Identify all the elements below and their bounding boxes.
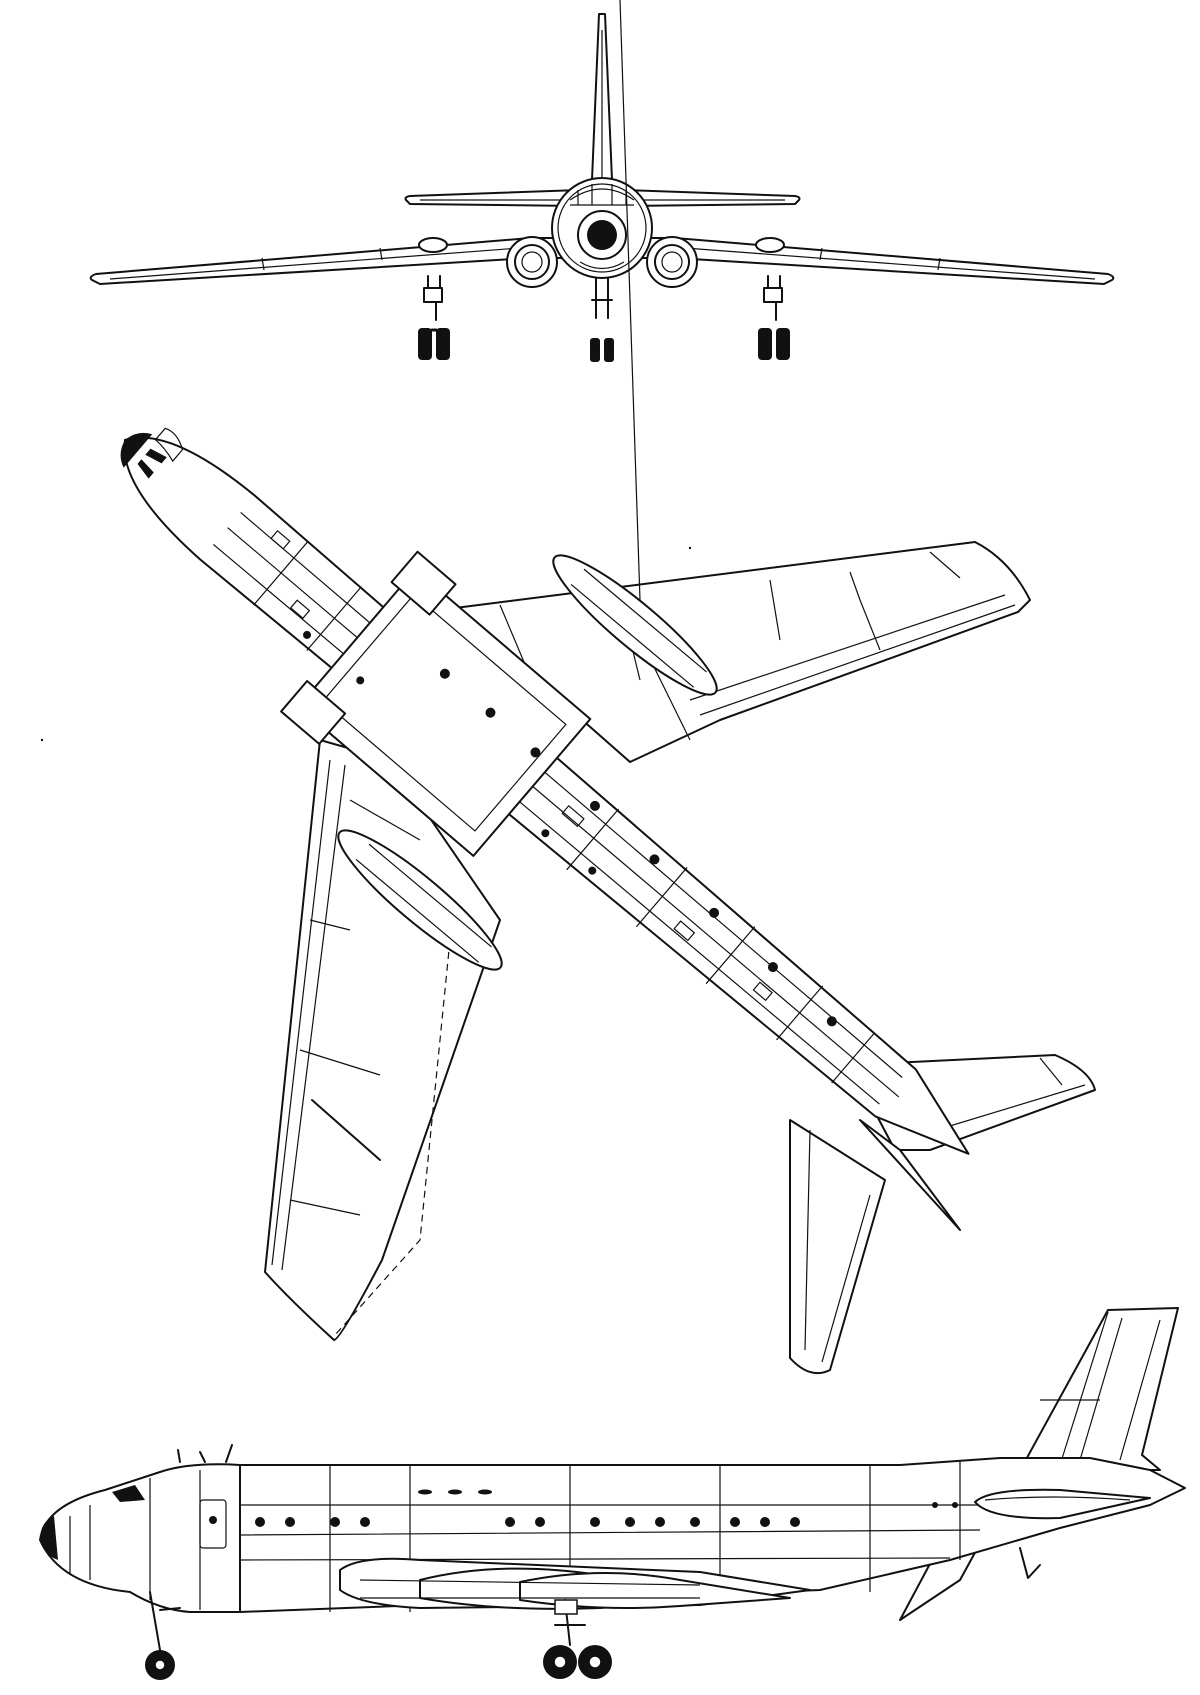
side-view (39, 1307, 1186, 1680)
side-entry-door (199, 1499, 227, 1549)
plan-fuselage (123, 436, 970, 1155)
side-windows (255, 1502, 958, 1527)
plan-right-engine-pod (552, 554, 718, 696)
front-nose-gear (590, 277, 614, 362)
front-view (89, 13, 1115, 362)
plan-left-stabilizer (789, 1119, 886, 1374)
side-rear-engine (974, 1488, 1151, 1520)
side-nose-radome (40, 1516, 58, 1560)
plan-view (120, 0, 1096, 1374)
side-nose-gear (145, 1591, 181, 1680)
plan-left-engine-pod (337, 829, 503, 971)
front-left-main-gear (418, 275, 450, 360)
front-nose-radome (587, 220, 617, 250)
front-right-main-gear (758, 275, 790, 360)
side-main-gear (543, 1599, 612, 1679)
